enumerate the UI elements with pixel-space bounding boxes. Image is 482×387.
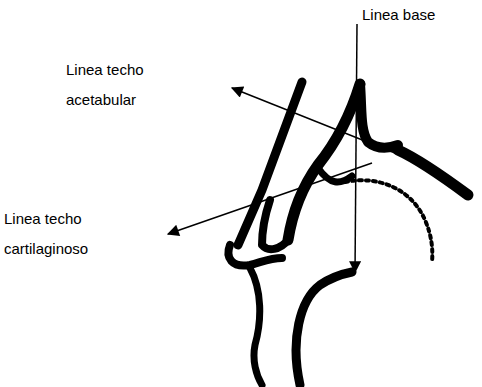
anatomy-strokes	[228, 82, 468, 385]
line-label: Linea techo cartilaginoso	[4, 204, 134, 264]
perichondrium	[228, 245, 282, 266]
acetabular-roof-line	[232, 88, 400, 155]
base-line	[355, 24, 357, 272]
ilium-outer	[288, 84, 360, 240]
femoral-head-outline	[345, 180, 432, 262]
line-label: Linea base	[362, 0, 472, 30]
cartilage-roof-line	[168, 163, 372, 234]
acetabular-roof	[398, 150, 468, 195]
labrum	[262, 200, 288, 249]
line-label: Linea techo acetabular	[66, 55, 150, 115]
ilium-inner	[360, 84, 398, 148]
reference-lines	[168, 24, 400, 272]
femoral-neck-right	[296, 272, 352, 385]
femoral-neck-left	[250, 268, 262, 385]
